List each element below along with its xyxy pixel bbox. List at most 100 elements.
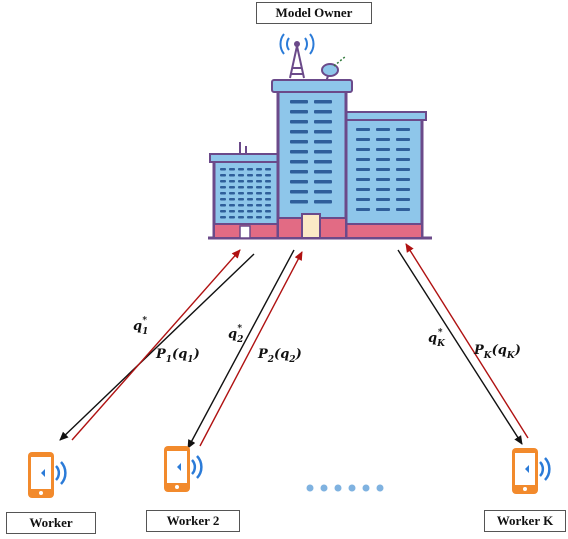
building-window bbox=[314, 160, 332, 164]
downlink-arrows bbox=[59, 249, 523, 449]
qk-star-label: qK* bbox=[428, 328, 446, 349]
building-window bbox=[314, 180, 332, 184]
uplink-arrows bbox=[71, 243, 529, 447]
building-window bbox=[356, 198, 370, 201]
building-window bbox=[220, 180, 226, 183]
building-window bbox=[265, 204, 271, 207]
worker-1-label: Worker bbox=[6, 512, 96, 534]
building-window bbox=[376, 188, 390, 191]
building-window bbox=[396, 168, 410, 171]
building-window bbox=[256, 174, 262, 177]
building-window bbox=[265, 192, 271, 195]
building-window bbox=[256, 168, 262, 171]
building-window bbox=[229, 168, 235, 171]
building-window bbox=[229, 174, 235, 177]
building-window bbox=[265, 216, 271, 219]
building-window bbox=[356, 208, 370, 211]
building-window bbox=[247, 192, 253, 195]
building-window bbox=[314, 190, 332, 194]
building-window bbox=[290, 140, 308, 144]
satellite-dish-icon bbox=[321, 55, 347, 83]
building-window bbox=[256, 180, 262, 183]
antenna-tower-icon bbox=[279, 33, 315, 79]
building-window bbox=[265, 168, 271, 171]
building-window bbox=[376, 208, 390, 211]
building-window bbox=[238, 216, 244, 219]
worker-1-phone-icon bbox=[28, 452, 67, 498]
building-window bbox=[247, 180, 253, 183]
building-window bbox=[238, 198, 244, 201]
building-window bbox=[290, 190, 308, 194]
building-window bbox=[376, 178, 390, 181]
p2-label: P2(q2) bbox=[257, 347, 302, 365]
building-window bbox=[229, 210, 235, 213]
building-window bbox=[290, 180, 308, 184]
building-window bbox=[220, 210, 226, 213]
building-window bbox=[356, 158, 370, 161]
building-window bbox=[247, 198, 253, 201]
building-window bbox=[314, 140, 332, 144]
building-window bbox=[396, 208, 410, 211]
building-window bbox=[396, 198, 410, 201]
building-window bbox=[314, 130, 332, 134]
building-window bbox=[376, 138, 390, 141]
building-window bbox=[238, 180, 244, 183]
building-window bbox=[265, 198, 271, 201]
building-window bbox=[220, 168, 226, 171]
building-window bbox=[256, 186, 262, 189]
worker-2-phone-icon bbox=[164, 446, 203, 492]
building-window bbox=[396, 158, 410, 161]
building-window bbox=[356, 138, 370, 141]
p1-label: P1(q1) bbox=[155, 347, 200, 365]
building-window bbox=[247, 210, 253, 213]
building-window bbox=[265, 180, 271, 183]
building-window bbox=[396, 128, 410, 131]
building-window bbox=[247, 204, 253, 207]
q2-star-label: q2* bbox=[228, 324, 243, 345]
building-window bbox=[238, 204, 244, 207]
building-window bbox=[314, 150, 332, 154]
building-window bbox=[290, 110, 308, 114]
model-owner-label: Model Owner bbox=[256, 2, 372, 24]
building-window bbox=[314, 120, 332, 124]
building-window bbox=[356, 148, 370, 151]
building-window bbox=[265, 210, 271, 213]
building-window bbox=[376, 158, 390, 161]
building-window bbox=[356, 178, 370, 181]
building-window bbox=[220, 174, 226, 177]
building-window bbox=[229, 192, 235, 195]
building-window bbox=[238, 168, 244, 171]
building-window bbox=[356, 188, 370, 191]
building-window bbox=[220, 204, 226, 207]
building-window bbox=[396, 138, 410, 141]
building-window bbox=[238, 210, 244, 213]
building-window bbox=[256, 210, 262, 213]
building-window bbox=[314, 200, 332, 204]
ellipsis-dots bbox=[306, 484, 384, 492]
building-window bbox=[220, 186, 226, 189]
building-window bbox=[265, 174, 271, 177]
arrow-to-worker-2 bbox=[187, 249, 295, 449]
building-window bbox=[356, 168, 370, 171]
building-window bbox=[396, 148, 410, 151]
server-building-icon bbox=[208, 33, 432, 240]
building-window bbox=[238, 174, 244, 177]
building-window bbox=[256, 204, 262, 207]
building-window bbox=[290, 150, 308, 154]
building-window bbox=[356, 128, 370, 131]
building-window bbox=[396, 178, 410, 181]
building-window bbox=[220, 192, 226, 195]
building-window bbox=[229, 204, 235, 207]
building-window bbox=[256, 198, 262, 201]
building-window bbox=[376, 148, 390, 151]
building-window bbox=[290, 100, 308, 104]
building-window bbox=[247, 186, 253, 189]
q1-star-label: q1* bbox=[133, 316, 148, 337]
building-window bbox=[229, 180, 235, 183]
arrow-from-worker-2 bbox=[199, 251, 303, 447]
pk-label: PK(qK) bbox=[473, 343, 521, 361]
building-window bbox=[376, 168, 390, 171]
building-window bbox=[290, 130, 308, 134]
building-window bbox=[265, 186, 271, 189]
building-window bbox=[290, 170, 308, 174]
